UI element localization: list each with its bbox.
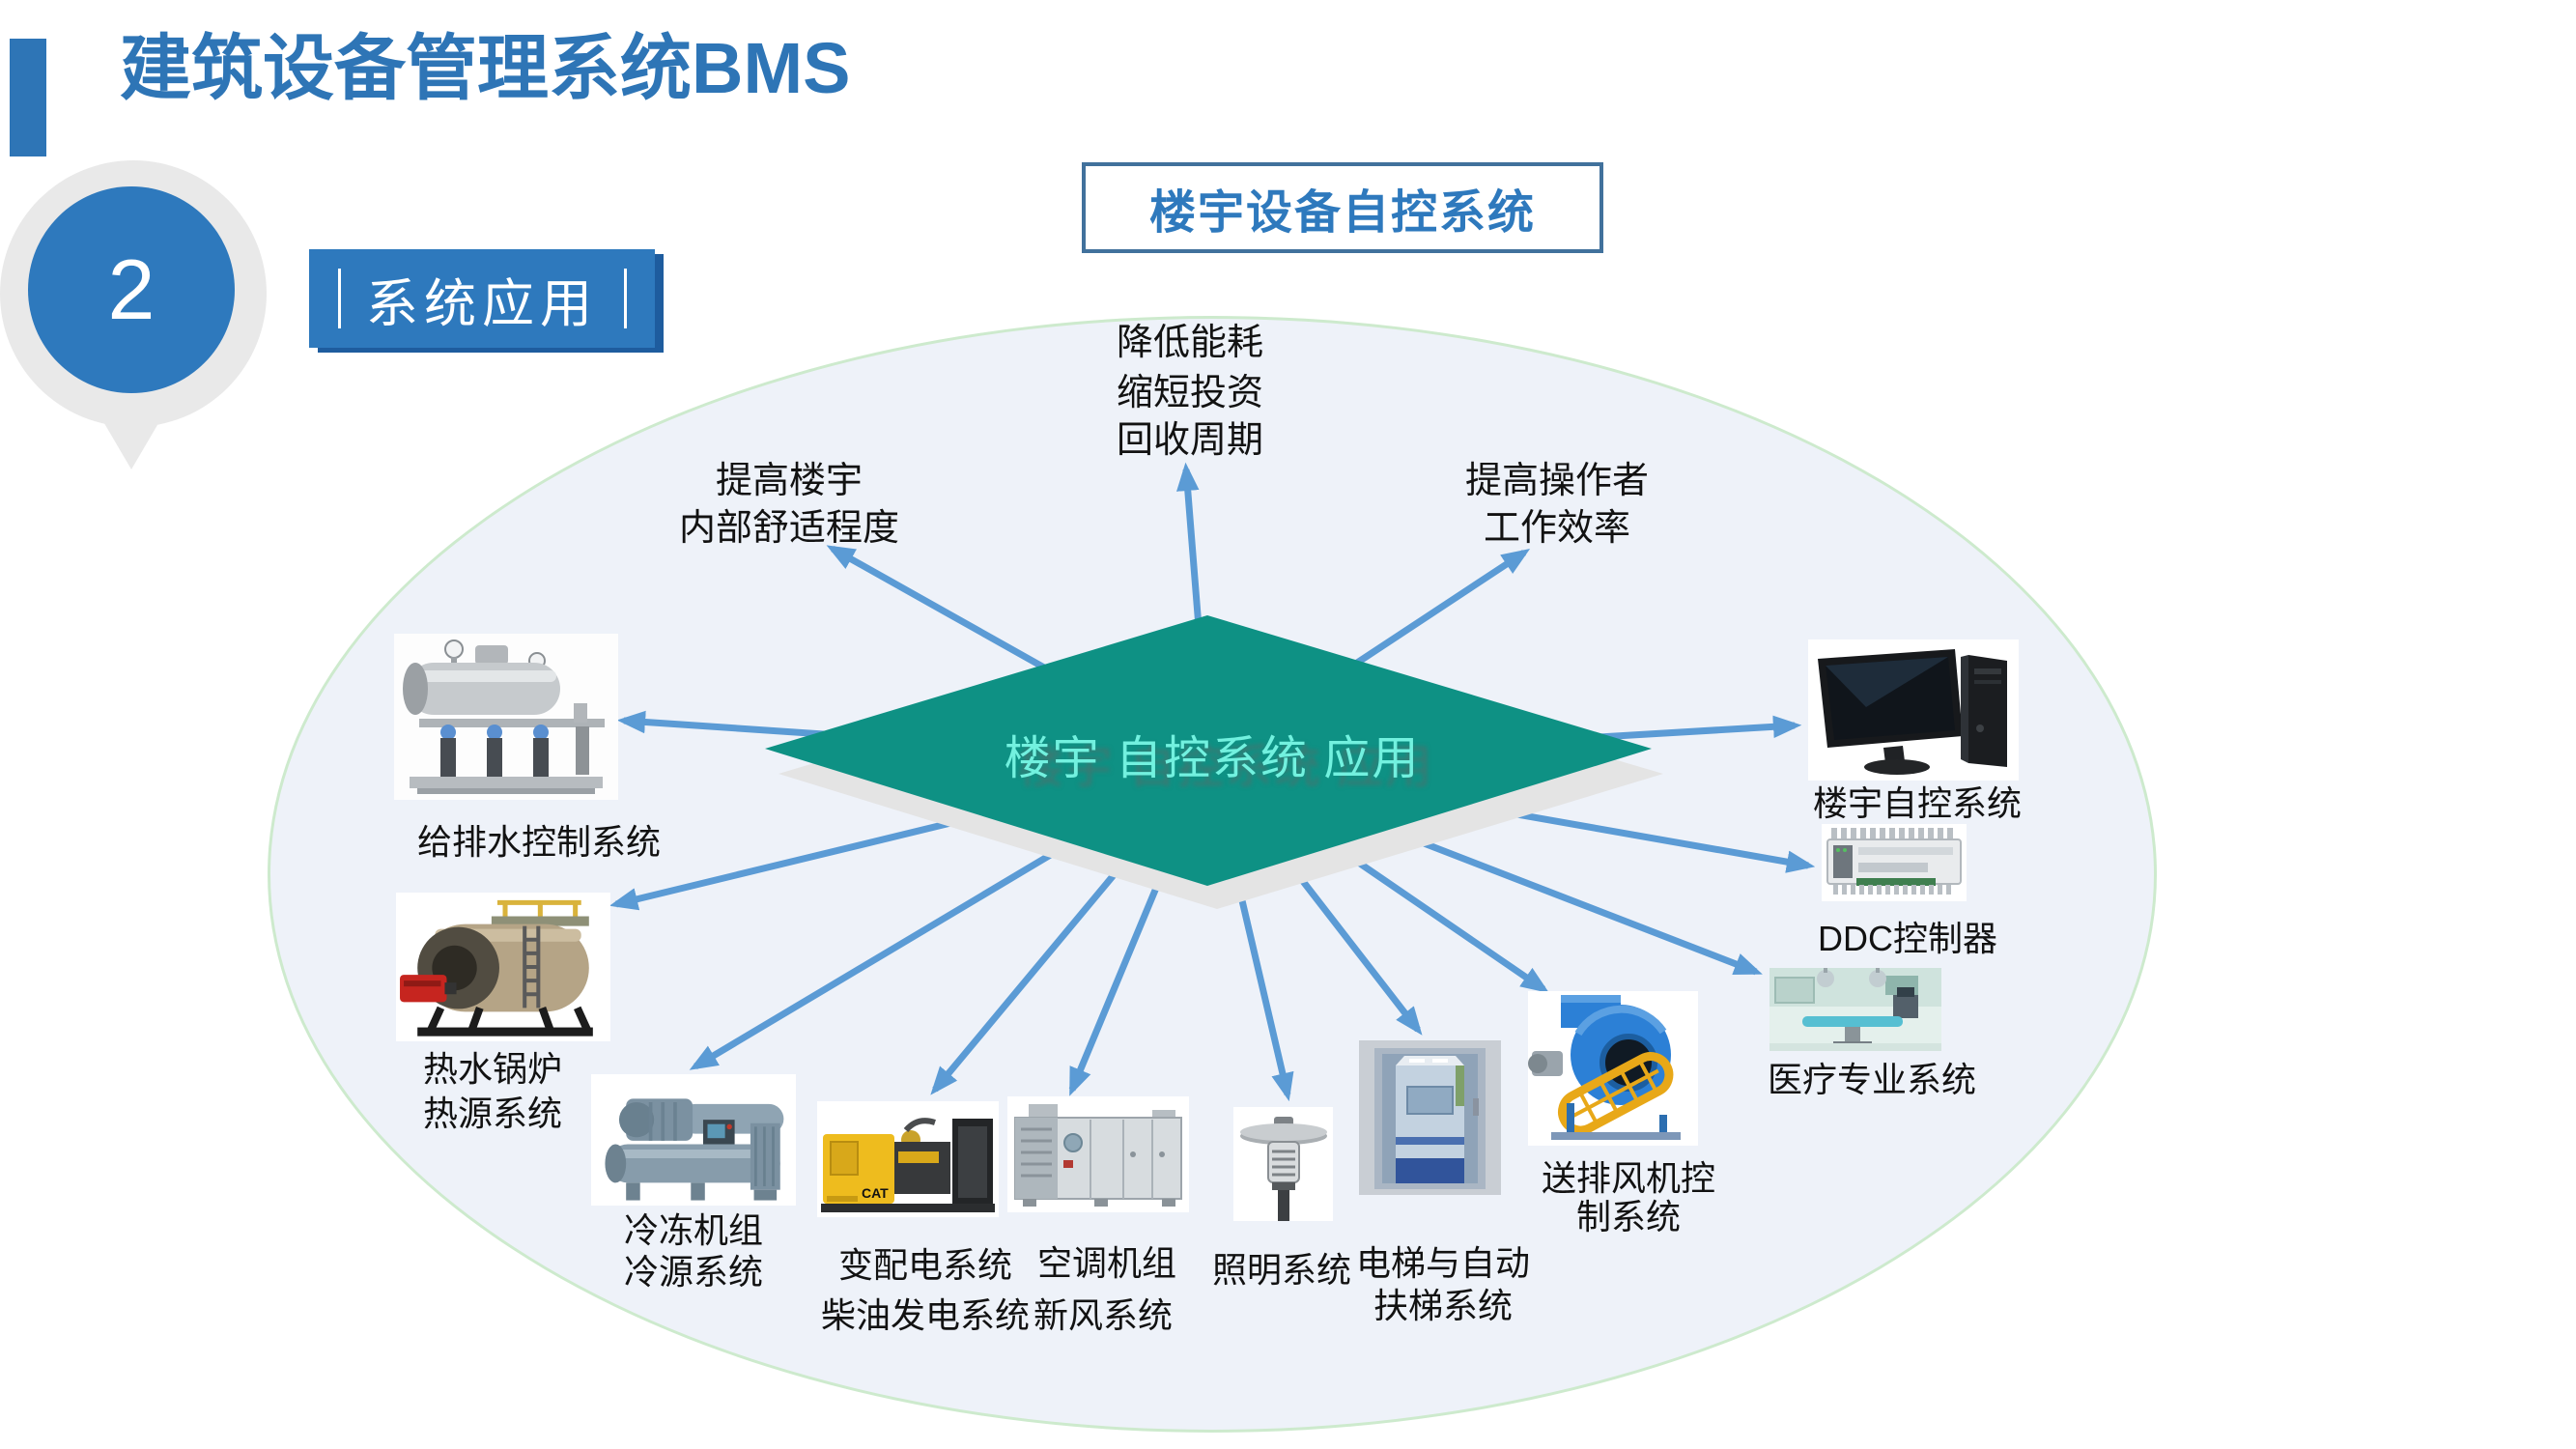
center-diamond-label: 楼宇 自控系统 应用 <box>1004 733 1421 784</box>
centrifugal-fan-image <box>1528 991 1698 1146</box>
label-boiler-line2: 热源系统 <box>422 1094 562 1133</box>
label-ahu-line2: 新风系统 <box>1033 1295 1173 1335</box>
hot-water-boiler-icon <box>396 893 610 1041</box>
title-accent-bar <box>10 39 46 156</box>
water-pump-unit-icon <box>394 634 618 800</box>
label-elevator-line1: 电梯与自动 <box>1355 1243 1530 1283</box>
label-power-line1: 变配电系统 <box>837 1245 1012 1285</box>
label-elevator-line2: 扶梯系统 <box>1373 1286 1513 1325</box>
section-tag-right-rule <box>624 269 627 328</box>
ddc-controller-image <box>1822 824 1967 901</box>
label-fan-line2: 制系统 <box>1575 1197 1681 1236</box>
benefit-comfort-line1: 提高楼宇 <box>715 461 863 501</box>
diesel-generator-icon: CAT <box>817 1101 999 1217</box>
desktop-computer-icon <box>1808 639 2019 781</box>
label-water: 给排水控制系统 <box>416 822 661 862</box>
air-handling-unit-image <box>1007 1096 1189 1212</box>
benefit-efficiency-line2: 工作效率 <box>1483 508 1630 549</box>
page-number-pin-tail <box>99 413 164 469</box>
label-chiller-line1: 冷冻机组 <box>623 1210 763 1250</box>
page-title: 建筑设备管理系统BMS <box>120 28 851 108</box>
page-number-badge: 2 <box>28 186 235 393</box>
label-power-line2: 柴油发电系统 <box>820 1295 1030 1335</box>
elevator-cab-icon <box>1359 1040 1501 1195</box>
ddc-controller-icon <box>1822 824 1967 901</box>
benefit-energy-line1: 降低能耗 <box>1116 323 1263 363</box>
benefit-energy-line2: 缩短投资 <box>1116 373 1263 413</box>
label-fan-line1: 送排风机控 <box>1541 1158 1715 1198</box>
street-lamp-icon <box>1233 1107 1333 1221</box>
operating-room-icon <box>1769 968 1941 1051</box>
label-chiller-line2: 冷源系统 <box>623 1252 763 1292</box>
operating-room-image <box>1769 968 1941 1051</box>
water-pump-unit-image <box>394 634 618 800</box>
diesel-generator-image: CAT <box>817 1101 999 1217</box>
chiller-unit-icon <box>596 1074 791 1206</box>
section-tag-left-rule <box>338 269 341 328</box>
desktop-computer-image <box>1808 639 2019 781</box>
label-lighting: 照明系统 <box>1211 1250 1351 1290</box>
center-diamond <box>765 615 1652 886</box>
svg-text:CAT: CAT <box>862 1185 889 1201</box>
chiller-unit-image <box>591 1074 796 1206</box>
header-box-label: 楼宇设备自控系统 <box>1148 187 1536 239</box>
elevator-cab-image <box>1359 1040 1501 1195</box>
page-number: 2 <box>107 242 156 337</box>
street-lamp-image <box>1233 1107 1333 1221</box>
label-ahu-line1: 空调机组 <box>1036 1243 1176 1283</box>
air-handling-unit-icon <box>1007 1096 1189 1212</box>
hot-water-boiler-image <box>396 893 610 1041</box>
label-ddc: DDC控制器 <box>1818 919 1997 958</box>
section-tag: 系统应用 <box>309 249 655 348</box>
header-box: 楼宇设备自控系统 <box>1082 162 1603 253</box>
centrifugal-fan-icon <box>1528 991 1698 1146</box>
label-medical: 医疗专业系统 <box>1767 1060 1976 1099</box>
benefit-energy-line3: 回收周期 <box>1116 420 1263 461</box>
label-boiler-line1: 热水锅炉 <box>422 1049 562 1089</box>
benefit-efficiency-line1: 提高操作者 <box>1464 461 1649 501</box>
section-tag-label: 系统应用 <box>366 274 598 333</box>
benefit-comfort-line2: 内部舒适程度 <box>678 508 899 549</box>
label-bas: 楼宇自控系统 <box>1812 783 2022 823</box>
